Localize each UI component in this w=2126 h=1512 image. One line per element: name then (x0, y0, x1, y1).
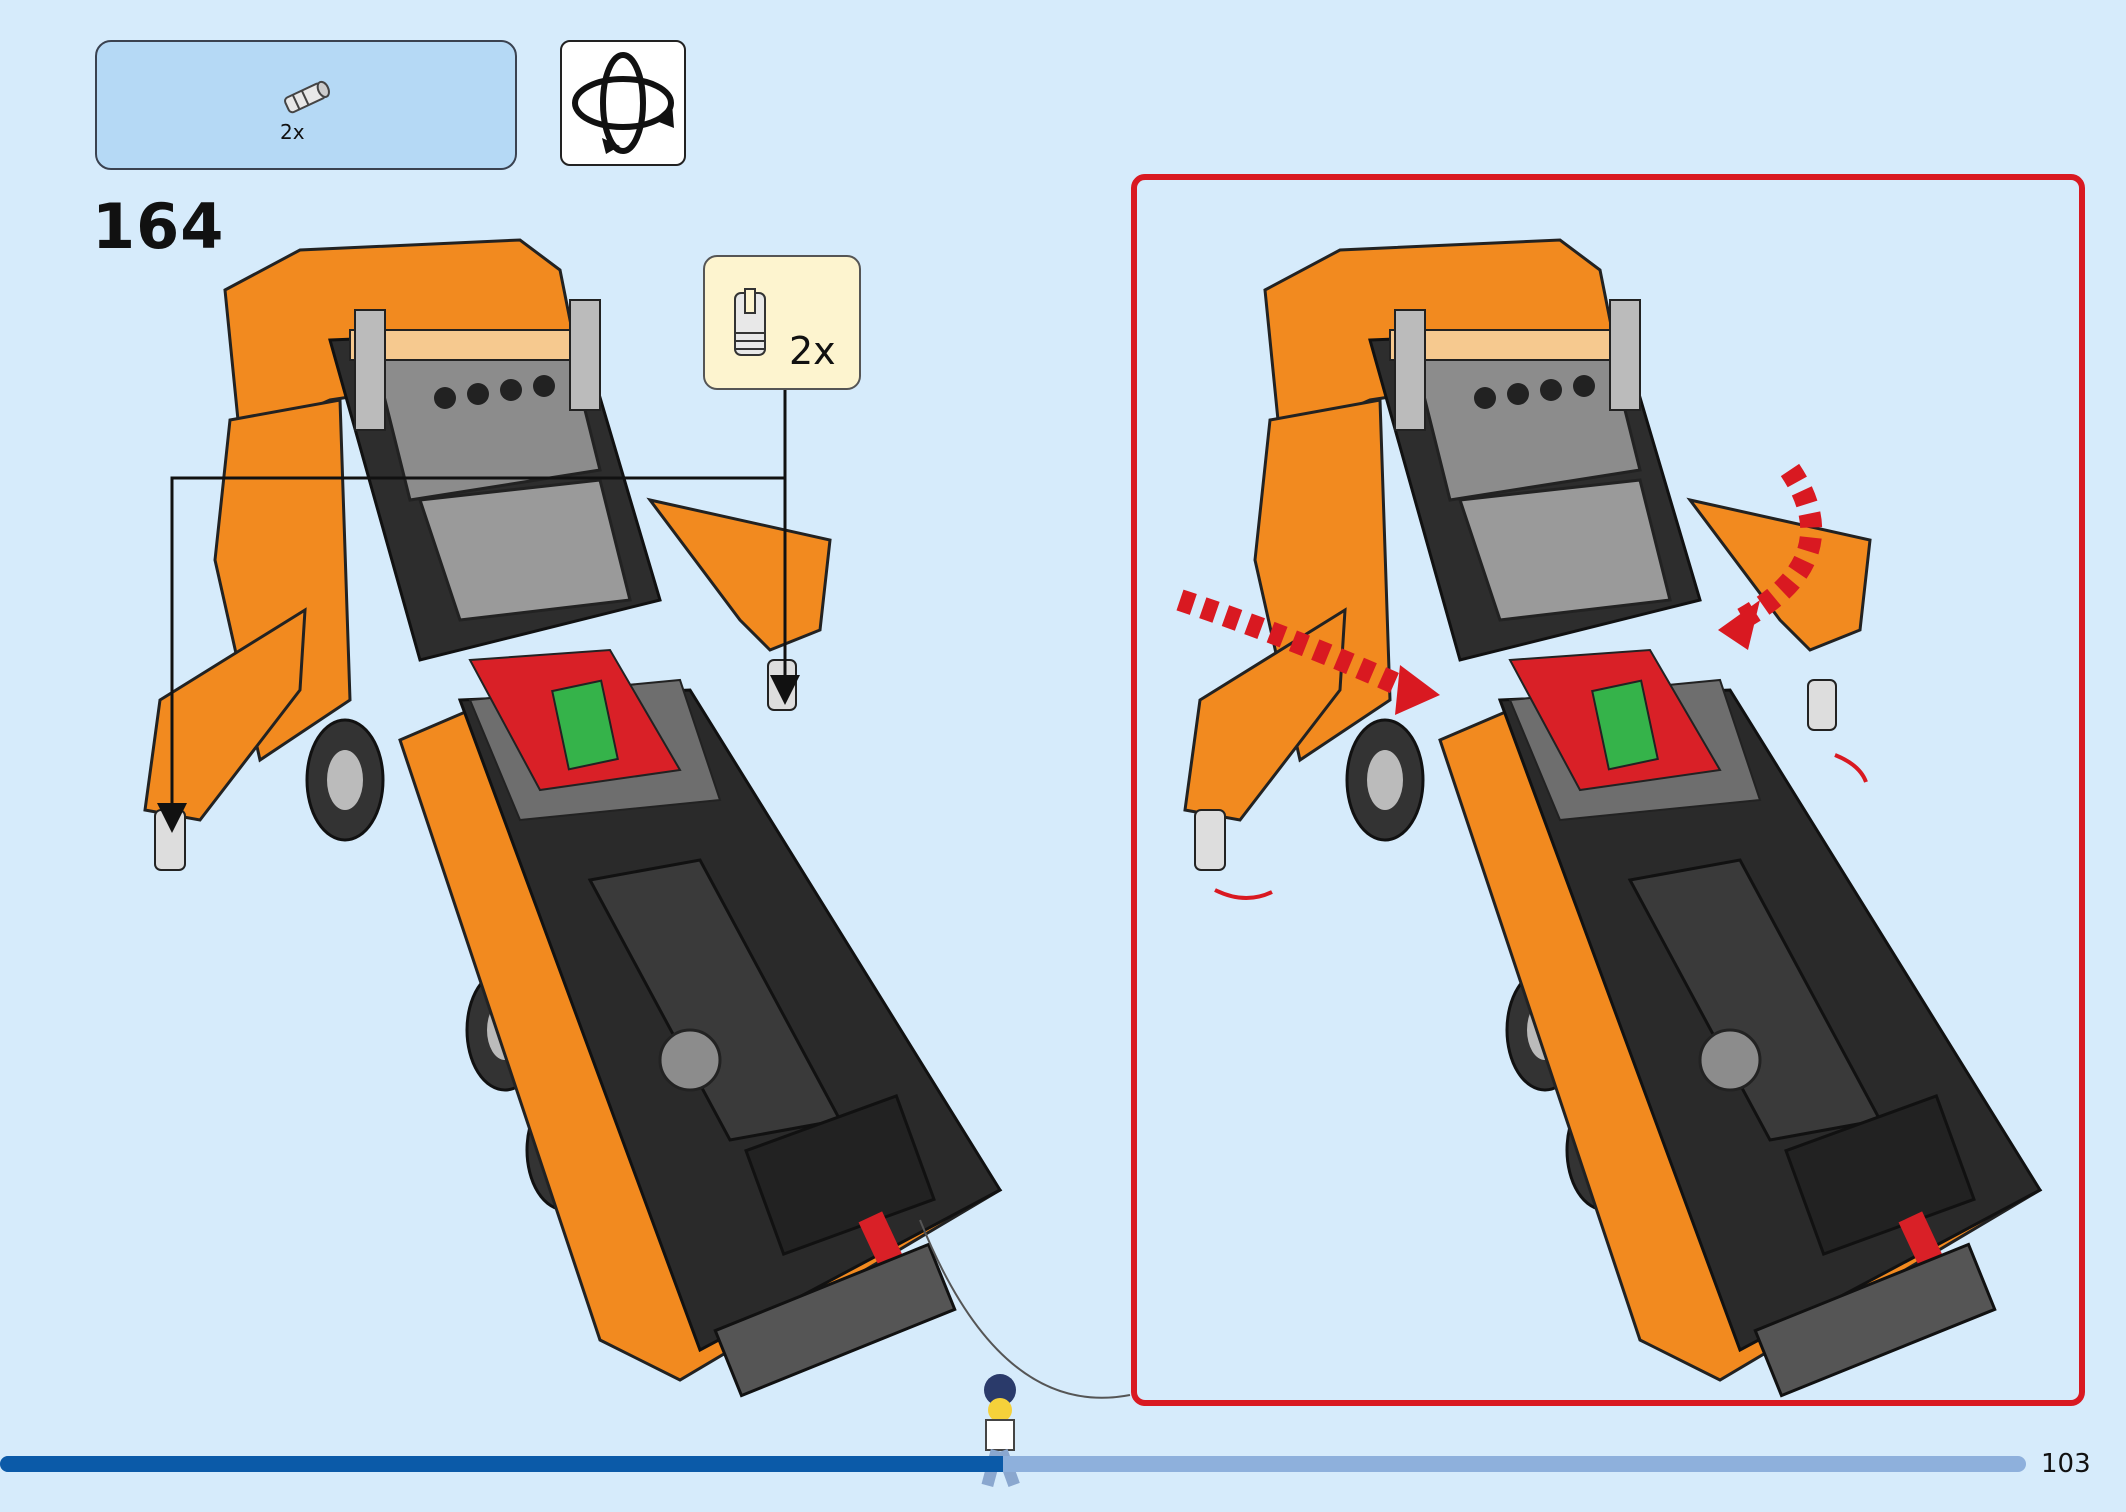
callout-arrows (157, 390, 800, 833)
parts-list-box: 2x (95, 40, 517, 170)
pin-part-icon (734, 288, 766, 356)
rotate-model-icon (572, 52, 674, 154)
fold-arrows (1176, 463, 1823, 701)
progress-bar-fill (0, 1456, 1003, 1472)
truck-model-main (143, 238, 1003, 1398)
truck-model-result (1183, 238, 2043, 1398)
parts-callout-box: 2x (703, 255, 861, 390)
page-number: 103 (2041, 1449, 2091, 1479)
winch-rope (919, 1219, 1131, 1399)
step-number: 164 (92, 190, 225, 263)
step-result-frame (1131, 174, 2085, 1406)
progress-bar (0, 1456, 2026, 1472)
callout-quantity: 2x (789, 329, 836, 373)
parts-quantity: 2x (280, 120, 305, 144)
rotate-model-box (560, 40, 686, 166)
pin-connector-icon (283, 80, 330, 114)
